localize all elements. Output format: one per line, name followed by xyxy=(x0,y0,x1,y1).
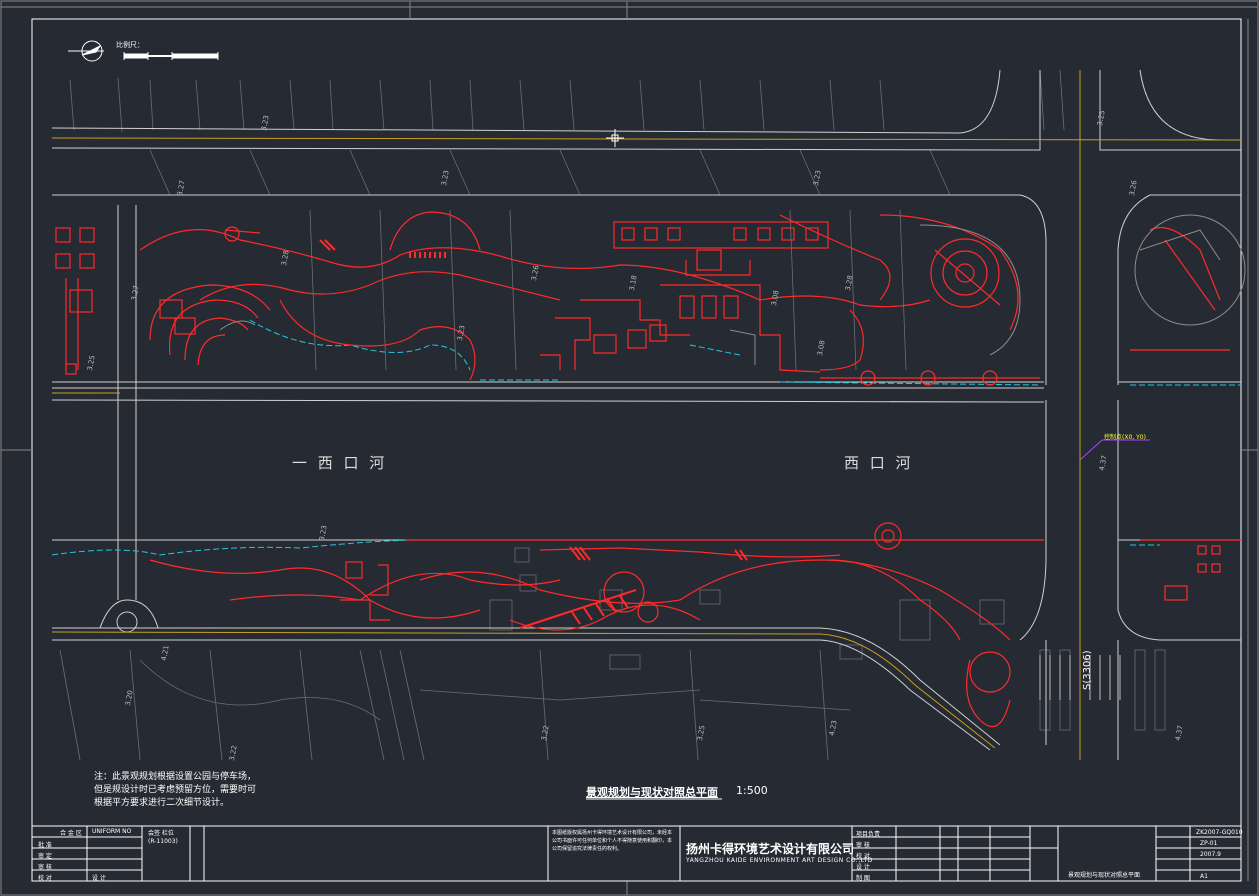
tb-role: 校 对 xyxy=(856,853,870,860)
tb-role: 制 图 xyxy=(856,875,870,882)
drawing-title: 景观规划与现状对照总平面 xyxy=(586,786,718,799)
river-label-right: 西 口 河 xyxy=(844,454,914,472)
roads xyxy=(51,69,1241,760)
company-name-cn: 扬州卡得环境艺术设计有限公司 xyxy=(686,842,855,856)
control-point-leader xyxy=(1079,439,1150,461)
crosswalk xyxy=(1039,655,1121,700)
plaza-outlines xyxy=(219,214,1246,365)
title-block-grid xyxy=(31,825,1242,882)
tb-role: 设 计 xyxy=(856,864,870,871)
tb-role: 审 核 xyxy=(856,842,870,849)
tb-drawing-name: 景观规划与现状对照总平面 xyxy=(1068,872,1141,879)
tb-cell: UNIFORM NO xyxy=(92,828,132,835)
design-note: 注：此景观规划根据设置公园与停车场，但是规设计时已考虑预留方位，需要时可根据平方… xyxy=(94,772,257,808)
tb-drawing-no: ZP-01 xyxy=(1200,840,1218,847)
tb-cell: (R-11003) xyxy=(148,838,178,845)
scale-bar xyxy=(123,52,219,60)
tb-project-no: ZK2007-GQ010 xyxy=(1196,829,1243,836)
water-edge xyxy=(51,319,1241,556)
company-name-en: YANGZHOU KAIDE ENVIRONMENT ART DESIGN CO… xyxy=(686,857,873,864)
north-arrow-icon xyxy=(68,40,104,62)
tb-cell: 审 定 xyxy=(38,853,52,860)
river-label-left: 一 西 口 河 xyxy=(292,454,388,472)
road-centerline xyxy=(51,70,1242,760)
scale-bar-label: 比例尺： xyxy=(116,41,144,49)
tb-role: 项目负责 xyxy=(856,831,881,838)
control-point-annotation: 控制点(X0, Y0) xyxy=(1104,434,1146,441)
drawing-scale: 1:500 xyxy=(736,784,768,797)
tb-cell: 会签 栏位 xyxy=(148,830,174,837)
road-label: S(3306) xyxy=(1082,650,1093,690)
design-layer xyxy=(55,211,1241,728)
tb-cell: 校 对 xyxy=(38,875,52,882)
tb-cell: 设 计 xyxy=(92,875,106,882)
existing-site-lines xyxy=(59,69,1166,761)
tb-sheet-size: A1 xyxy=(1200,873,1208,880)
tb-cell: 审 核 xyxy=(38,864,52,871)
tb-cell: 合 金 区 xyxy=(60,830,82,837)
tb-cell: 批 准 xyxy=(38,842,52,849)
crosshair-icon xyxy=(606,129,624,147)
tb-date: 2007.9 xyxy=(1200,851,1221,858)
copyright-note: 本图纸版权属扬州卡得环境艺术设计有限公司，未经本公司书面许可任何单位和个人不得随… xyxy=(552,830,673,852)
